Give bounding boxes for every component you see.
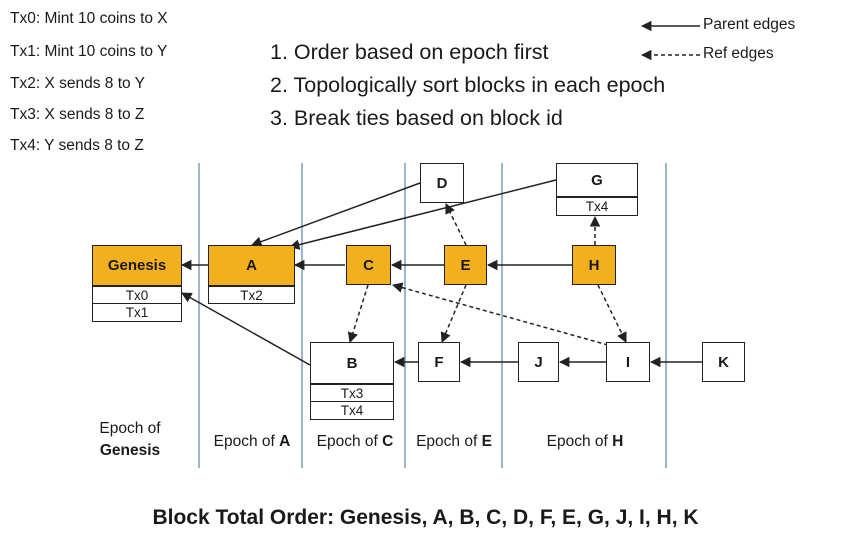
tx4-text: Tx4: Y sends 8 to Z	[10, 137, 144, 154]
legend-ref-label: Ref edges	[703, 45, 774, 62]
epoch-label-c-prefix: Epoch of	[316, 433, 383, 450]
ref-e-f	[440, 284, 467, 343]
rule-2: 2. Topologically sort blocks in each epo…	[270, 73, 666, 97]
epoch-label-a-name: A	[279, 433, 291, 450]
tx2-text: Tx2: X sends 8 to Y	[10, 75, 145, 92]
epoch-label-genesis-name: Genesis	[99, 442, 161, 459]
block-genesis-tx1: Tx1	[92, 303, 182, 322]
block-a-tx2: Tx2	[208, 286, 295, 304]
ref-i-c	[391, 282, 609, 346]
epoch-dividers	[198, 163, 667, 468]
epoch-label-e-name: E	[481, 433, 492, 450]
legend-parent-label: Parent edges	[703, 16, 796, 33]
ref-c-b	[347, 284, 369, 344]
epoch-label-genesis-prefix: Epoch of	[99, 420, 161, 437]
epoch-label-h: Epoch of H	[520, 433, 650, 451]
block-b-tx4: Tx4	[310, 401, 394, 420]
edge-g-a	[288, 179, 557, 250]
block-g-tx4: Tx4	[556, 197, 638, 216]
block-genesis-tx0: Tx0	[92, 286, 182, 304]
epoch-label-h-name: H	[612, 433, 624, 450]
edge-b-genesis	[181, 292, 311, 366]
ref-e-d	[445, 203, 467, 246]
epoch-label-a-prefix: Epoch of	[213, 433, 280, 450]
epoch-label-c: Epoch of C	[305, 433, 405, 451]
edge-d-a	[251, 182, 421, 247]
block-total-order-title: Block Total Order: Genesis, A, B, C, D, …	[152, 506, 699, 529]
block-b: B	[310, 342, 394, 384]
block-k: K	[702, 342, 745, 382]
ref-h-i	[597, 284, 627, 343]
block-g: G	[556, 163, 638, 197]
block-c: C	[346, 245, 391, 285]
block-b-tx3: Tx3	[310, 384, 394, 402]
block-a: A	[208, 245, 295, 286]
epoch-label-c-name: C	[382, 433, 394, 450]
tx1-text: Tx1: Mint 10 coins to Y	[10, 43, 168, 60]
block-h: H	[572, 245, 616, 285]
ref-edges	[347, 203, 627, 346]
epoch-label-h-prefix: Epoch of	[546, 433, 613, 450]
block-d: D	[420, 163, 464, 203]
epoch-label-e-prefix: Epoch of	[416, 433, 482, 450]
tx3-text: Tx3: X sends 8 to Z	[10, 106, 145, 123]
tx0-text: Tx0: Mint 10 coins to X	[10, 10, 168, 27]
block-f: F	[418, 342, 460, 382]
parent-edges	[180, 179, 702, 368]
block-j: J	[518, 342, 559, 382]
epoch-label-e: Epoch of E	[406, 433, 502, 451]
block-i: I	[606, 342, 650, 382]
epoch-label-genesis: Epoch of Genesis	[85, 418, 175, 462]
rule-3: 3. Break ties based on block id	[270, 106, 563, 130]
block-e: E	[444, 245, 487, 285]
rule-1: 1. Order based on epoch first	[270, 40, 549, 64]
epoch-label-a: Epoch of A	[202, 433, 302, 451]
block-genesis: Genesis	[92, 245, 182, 286]
